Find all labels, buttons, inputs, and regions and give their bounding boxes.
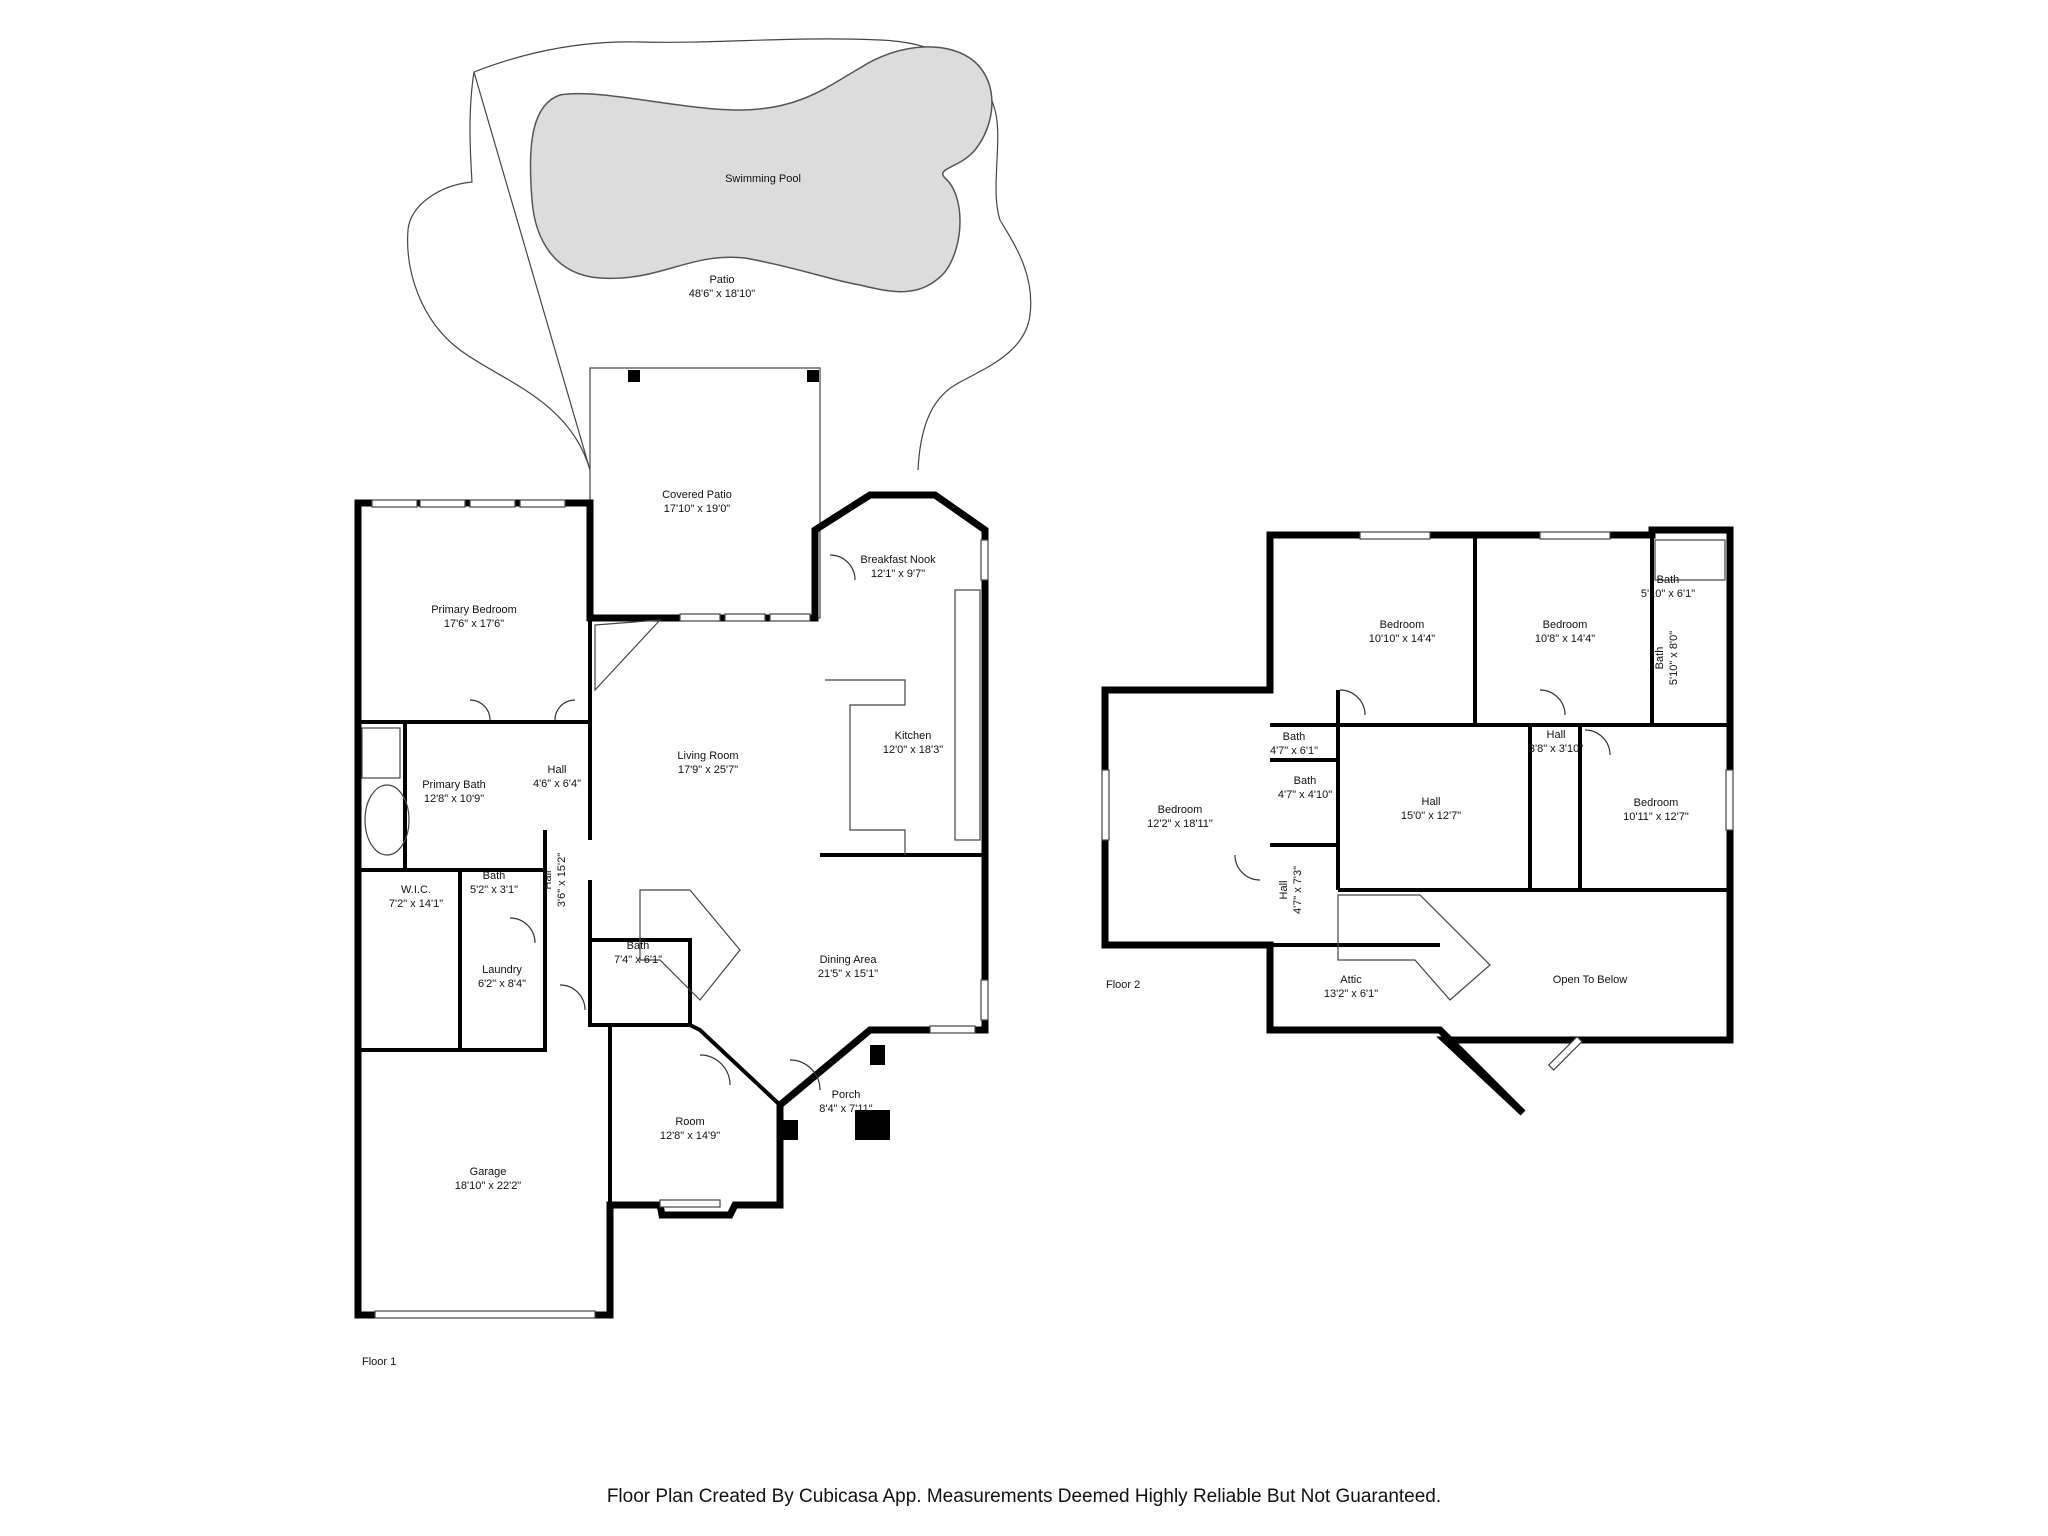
room-dim: 12'8" x 14'9" <box>660 1130 720 1142</box>
bedroom-a-dim: 10'10" x 14'4" <box>1369 633 1436 645</box>
disclaimer-footer: Floor Plan Created By Cubicasa App. Meas… <box>606 1486 1442 1507</box>
floor-2-plan: Bedroom 10'10" x 14'4" Bedroom 10'8" x 1… <box>1101 526 1734 1116</box>
kitchen-label: Kitchen <box>895 730 932 742</box>
primary-bath-label: Primary Bath <box>422 779 486 791</box>
primary-bedroom-dim: 17'6" x 17'6" <box>444 618 504 630</box>
bath-up3-dim: 4'7" x 6'1" <box>1270 745 1318 757</box>
hall-a-label: Hall <box>548 764 567 776</box>
breakfast-nook-dim: 12'1" x 9'7" <box>871 568 925 580</box>
bedroom-b-dim: 10'8" x 14'4" <box>1535 633 1595 645</box>
bedroom-b-label: Bedroom <box>1543 619 1588 631</box>
hall-up-label: Hall <box>1422 796 1441 808</box>
bath-up2-label: Bath <box>1654 647 1666 670</box>
kitchen-dim: 12'0" x 18'3" <box>883 744 943 756</box>
bath-f1-dim: 7'4" x 6'1" <box>614 954 662 966</box>
porch-dim: 8'4" x 7'11" <box>819 1103 872 1115</box>
patio-area: Swimming Pool Patio 48'6" x 18'10" <box>407 38 1032 471</box>
floor-1-plan: Covered Patio 17'10" x 19'0" <box>354 367 989 1368</box>
porch-label: Porch <box>832 1089 861 1101</box>
patio-dim: 48'6" x 18'10" <box>689 288 756 300</box>
breakfast-nook-label: Breakfast Nook <box>860 554 936 566</box>
bath-small-label: Bath <box>483 870 506 882</box>
garage-label: Garage <box>470 1166 507 1178</box>
bath-up1-label: Bath <box>1657 574 1680 586</box>
attic-dim: 13'2" x 6'1" <box>1324 988 1378 1000</box>
dining-dim: 21'5" x 15'1" <box>818 968 878 980</box>
pool-label: Swimming Pool <box>725 173 801 185</box>
hall-up-small-dim: 3'8" x 3'10" <box>1529 743 1583 755</box>
bath-small-dim: 5'2" x 3'1" <box>470 884 518 896</box>
primary-bedroom-label: Primary Bedroom <box>431 604 517 616</box>
living-room-dim: 17'9" x 25'7" <box>678 764 738 776</box>
bedroom-d-label: Bedroom <box>1634 797 1679 809</box>
bath-f1-label: Bath <box>627 940 650 952</box>
hall-up-small-label: Hall <box>1547 729 1566 741</box>
wic-dim: 7'2" x 14'1" <box>389 898 443 910</box>
bedroom-a-label: Bedroom <box>1380 619 1425 631</box>
hall-b-label: Hall <box>542 871 554 890</box>
bath-up2-dim: 5'10" x 8'0" <box>1668 631 1680 685</box>
hall-a-dim: 4'6" x 6'4" <box>533 778 581 790</box>
floor-1-label: Floor 1 <box>362 1356 396 1368</box>
attic-label: Attic <box>1340 974 1362 986</box>
hall-up-v-label: Hall <box>1278 881 1290 900</box>
bedroom-c-dim: 12'2" x 18'11" <box>1147 818 1213 830</box>
open-below-label: Open To Below <box>1553 974 1627 986</box>
bath-up4-label: Bath <box>1294 775 1317 787</box>
floor-2-label: Floor 2 <box>1106 979 1140 991</box>
wic-label: W.I.C. <box>401 884 431 896</box>
primary-bath-dim: 12'8" x 10'9" <box>424 793 484 805</box>
laundry-dim: 6'2" x 8'4" <box>478 978 526 990</box>
covered-patio-label: Covered Patio <box>662 489 732 501</box>
living-room-label: Living Room <box>677 750 738 762</box>
covered-patio-dim: 17'10" x 19'0" <box>664 503 731 515</box>
swimming-pool <box>529 46 993 293</box>
hall-up-v-dim: 4'7" x 7'3" <box>1292 866 1304 914</box>
bedroom-d-dim: 10'11" x 12'7" <box>1623 811 1689 823</box>
dining-label: Dining Area <box>820 954 878 966</box>
garage-dim: 18'10" x 22'2" <box>455 1180 522 1192</box>
bath-up3-label: Bath <box>1283 731 1306 743</box>
hall-up-dim: 15'0" x 12'7" <box>1401 810 1461 822</box>
room-label: Room <box>675 1116 704 1128</box>
bedroom-c-label: Bedroom <box>1158 804 1203 816</box>
patio-label: Patio <box>709 274 734 286</box>
laundry-label: Laundry <box>482 964 522 976</box>
bath-up4-dim: 4'7" x 4'10" <box>1278 789 1332 801</box>
bath-up1-dim: 5'10" x 6'1" <box>1641 588 1695 600</box>
hall-b-dim: 3'6" x 15'2" <box>556 853 568 907</box>
